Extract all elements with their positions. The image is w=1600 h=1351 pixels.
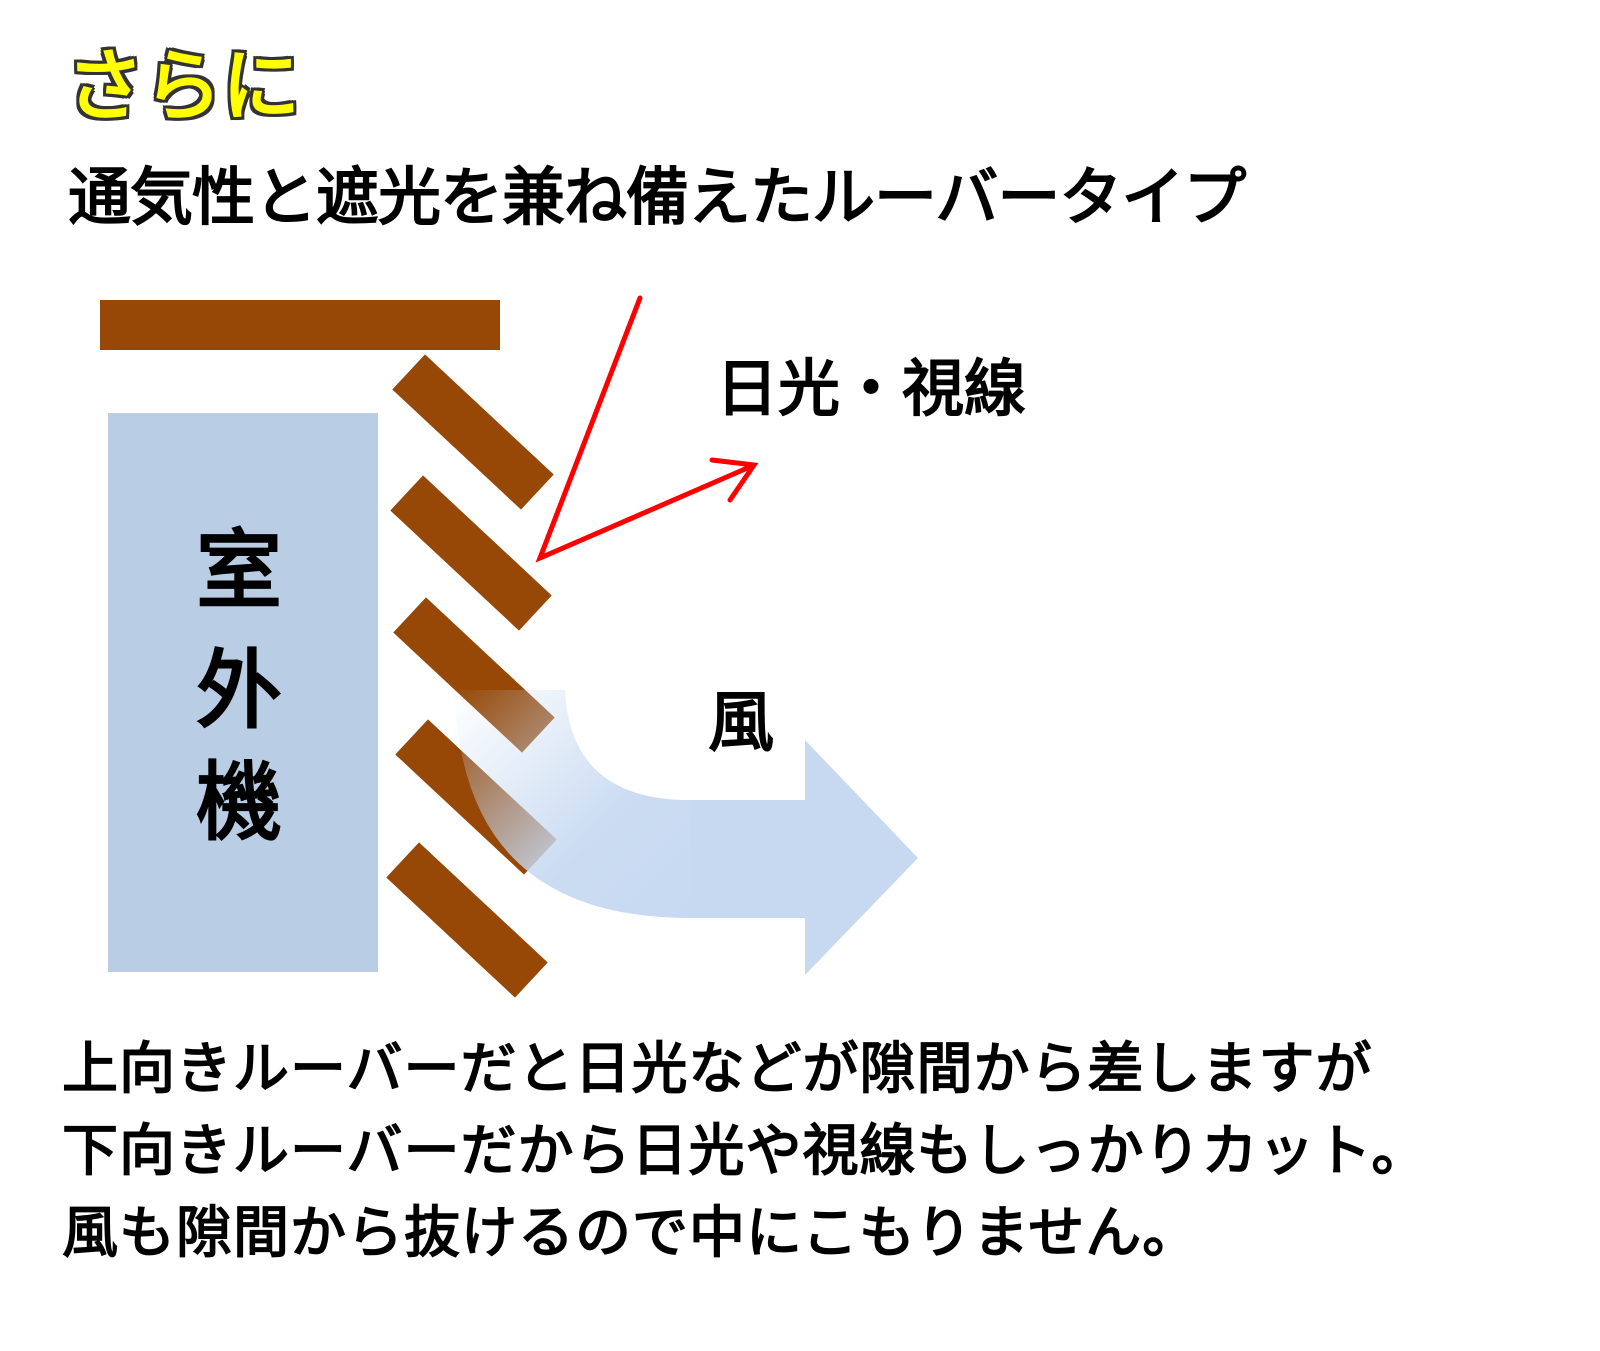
wind-arrow-head bbox=[690, 740, 918, 975]
wind-label: 風 bbox=[708, 684, 774, 761]
description-line: 風も隙間から抜けるので中にこもりません。 bbox=[62, 1201, 1200, 1266]
roof-panel bbox=[100, 300, 500, 350]
outdoor-unit-label: 室 bbox=[196, 521, 282, 621]
sunlight-label: 日光・視線 bbox=[716, 352, 1027, 425]
wind-arrow-curve bbox=[455, 690, 690, 918]
sunlight-arrow bbox=[535, 295, 759, 563]
louver bbox=[392, 354, 554, 510]
outdoor-unit bbox=[108, 413, 378, 972]
subtitle: 通気性と遮光を兼ね備えたルーバータイプ bbox=[68, 161, 1246, 234]
outdoor-unit-label: 機 bbox=[196, 753, 282, 853]
description-line: 下向きルーバーだから日光や視線もしっかりカット。 bbox=[62, 1119, 1429, 1184]
louvers bbox=[386, 354, 557, 998]
outdoor-unit-label: 外 bbox=[196, 641, 282, 741]
heading: さらに bbox=[66, 42, 301, 132]
louver bbox=[390, 475, 552, 631]
louver bbox=[386, 842, 548, 998]
description-line: 上向きルーバーだと日光などが隙間から差しますが bbox=[62, 1037, 1373, 1102]
wind-arrow bbox=[455, 690, 918, 975]
